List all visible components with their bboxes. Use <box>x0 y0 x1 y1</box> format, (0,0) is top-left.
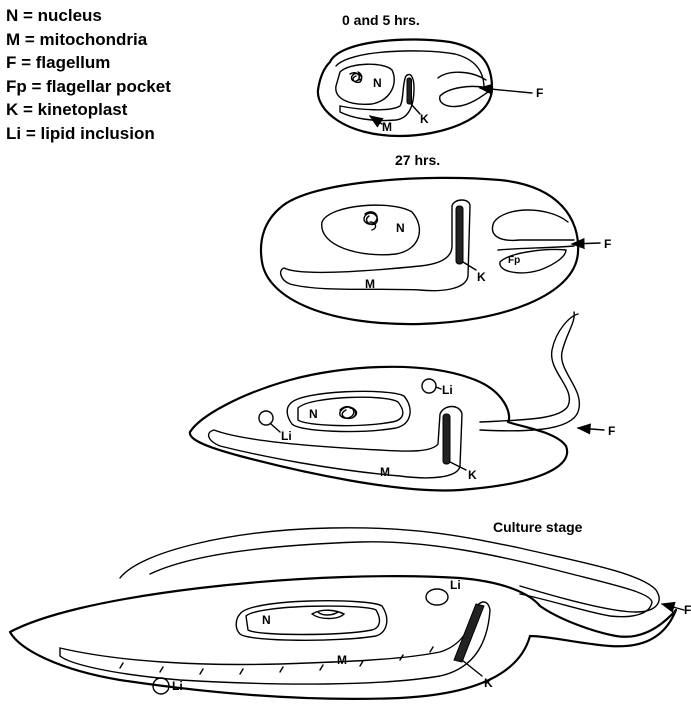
stage-4-cell-outline <box>10 576 676 699</box>
stage-4-title: Culture stage <box>493 519 583 535</box>
stage-2-cell: 27 hrs. N K M Fp F <box>261 152 611 324</box>
stage-1-pointer-k <box>411 104 420 114</box>
stage-4-label-m: M <box>337 653 347 667</box>
stage-2-label-k: K <box>477 270 486 284</box>
stage-2-flagellar-pocket-upper <box>492 210 574 240</box>
stage-4-cell: Culture stage N Li Li K M F <box>10 519 691 699</box>
stage-4-label-n: N <box>262 613 271 627</box>
stage-1-nucleus <box>336 64 394 104</box>
stage-4-kinetoplast-dna <box>454 604 484 662</box>
stage-2-pointer-k <box>463 262 476 270</box>
stage-3-pointer-li-lower <box>271 424 280 432</box>
stage-4-lipid-inclusion-upper <box>426 589 448 605</box>
stage-1-cell-outline <box>318 39 492 136</box>
stage-3-label-li-upper: Li <box>442 383 453 397</box>
stage-1-kinetoplast-dna <box>407 78 412 104</box>
stage-4-flagellum-inner <box>150 542 652 617</box>
stage-2-chromatin <box>364 212 377 230</box>
stage-3-cell: N K M Li Li F <box>190 312 615 490</box>
stage-1-flagellum-line <box>438 72 486 80</box>
stage-1-chromatin <box>350 72 362 82</box>
stage-3-label-f: F <box>608 424 615 438</box>
stage-1-label-m: M <box>382 120 392 134</box>
stage-3-chromatin <box>340 407 357 419</box>
stage-4-label-li-upper: Li <box>450 578 461 592</box>
stage-1-label-k: K <box>420 112 429 126</box>
stage-3-flagellum-outer <box>480 314 578 422</box>
stage-3-label-m: M <box>380 465 390 479</box>
stage-4-label-k: K <box>484 676 493 690</box>
stage-1-label-f: F <box>536 86 543 100</box>
stage-3-kinetoplast-dna <box>443 414 450 464</box>
stage-4-undulating-membrane <box>120 528 659 612</box>
stage-1-flagellar-pocket <box>440 86 488 106</box>
stage-4-label-f: F <box>684 603 691 617</box>
stage-1-title: 0 and 5 hrs. <box>342 12 420 28</box>
stage-3-flagellum-inner <box>480 312 579 431</box>
stage-3-mitochondrion <box>209 407 462 478</box>
stage-4-mito-ticks <box>120 647 433 674</box>
stage-2-arrow-f <box>572 243 600 244</box>
stage-3-label-k: K <box>468 468 477 482</box>
stage-2-title: 27 hrs. <box>395 152 440 168</box>
stage-3-cell-outline <box>190 367 567 491</box>
stage-1-cell: 0 and 5 hrs. N F K M <box>318 12 543 136</box>
stage-2-label-n: N <box>396 221 405 235</box>
stage-4-chromatin <box>312 610 344 618</box>
stage-4-pointer-k <box>462 660 482 676</box>
stage-4-label-li-lower: Li <box>172 679 183 693</box>
stage-2-label-f: F <box>604 237 611 251</box>
stage-2-label-fp: Fp <box>508 255 520 266</box>
stage-3-lipid-inclusion-lower <box>259 411 273 425</box>
stage-1-label-n: N <box>373 76 382 90</box>
stage-3-pointer-li-upper <box>436 387 441 389</box>
stage-3-lipid-inclusion-upper <box>422 379 436 393</box>
stage-3-label-li-lower: Li <box>281 429 292 443</box>
stage-4-arrow-f <box>662 604 684 610</box>
stage-3-arrow-f <box>578 428 604 430</box>
stage-3-pointer-k <box>450 462 466 470</box>
stage-3-label-n: N <box>309 407 318 421</box>
stage-2-kinetoplast-dna <box>456 206 463 264</box>
stage-4-mitochondrion <box>60 602 490 684</box>
stage-2-label-m: M <box>365 277 375 291</box>
